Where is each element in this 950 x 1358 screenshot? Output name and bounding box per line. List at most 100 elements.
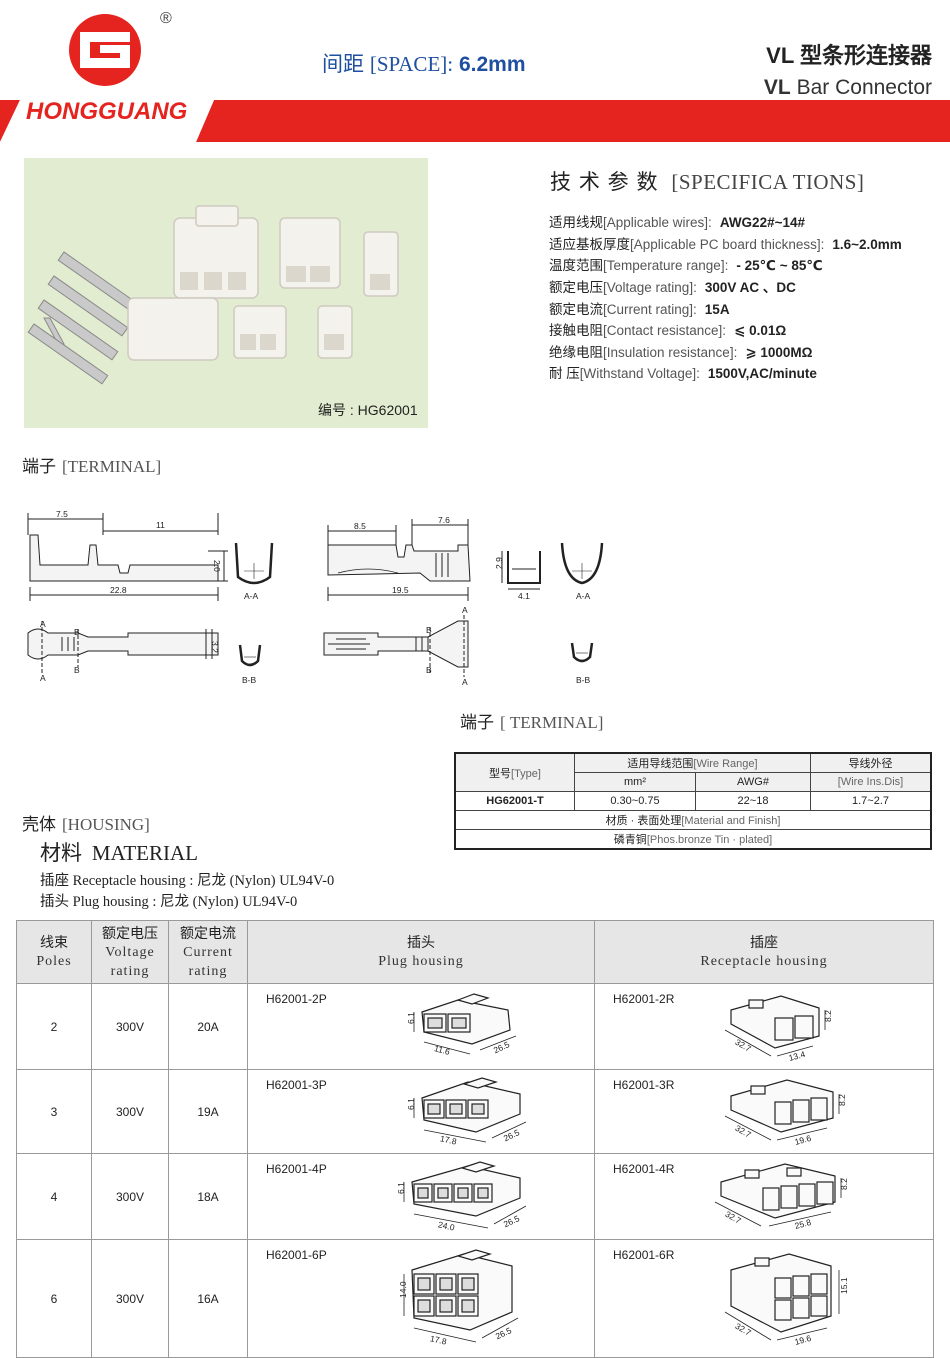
spec-value: ⩾ 1000MΩ [745, 345, 813, 360]
dim-label: 3.2 [210, 641, 220, 653]
plug-part-number: H62001-6P [266, 1248, 327, 1262]
spacing-spec: 间距 [SPACE]: 6.2mm [322, 48, 526, 78]
dim-label: 26.5 [502, 1213, 521, 1229]
section-label: A [40, 673, 46, 683]
cell-text: [Type] [511, 767, 541, 780]
dim-label: 19.5 [392, 585, 409, 595]
header-en: Voltage rating [105, 944, 155, 979]
awg-header: AWG# [695, 772, 811, 792]
cell-text: [Phos.bronze Tin · plated] [646, 834, 773, 846]
spec-value: 300V AC 、DC [704, 280, 796, 295]
housing-heading-en: [HOUSING] [62, 815, 150, 834]
spec-title-en: [SPECIFICA TIONS] [671, 170, 865, 194]
current-cell: 18A [168, 1153, 248, 1240]
product-photo [24, 158, 428, 428]
table-row: 6 300V 16A H62001-6P 14.0 17.8 [16, 1239, 934, 1358]
spec-value: - 25℃ ~ 85℃ [736, 258, 823, 273]
wire-model: HG62001-T [454, 791, 575, 811]
dim-label: 22.8 [110, 585, 127, 595]
dim-label: 6.1 [406, 1012, 416, 1024]
dim-label: 11 [156, 520, 165, 530]
voltage-cell: 300V [91, 983, 169, 1070]
section-label: B [426, 665, 432, 675]
poles-cell: 3 [16, 1069, 92, 1154]
poles-cell: 6 [16, 1239, 92, 1358]
title-prefix: VL [766, 43, 794, 68]
header-en: Poles [36, 954, 72, 969]
receptacle-part-number: H62001-2R [613, 992, 675, 1006]
spec-label-en: [Insulation resistance]: [603, 345, 738, 360]
wire-range-mm2: 0.30~0.75 [574, 791, 696, 811]
receptacle-part-number: H62001-6R [613, 1248, 675, 1262]
hongguang-logo-icon [69, 14, 141, 86]
dim-label: 26.5 [502, 1127, 521, 1143]
spec-row-current: 额定电流[Current rating]:15A [549, 298, 730, 318]
terminal-heading2-en: [ TERMINAL] [500, 713, 604, 732]
spec-value: 1.6~2.0mm [832, 237, 902, 252]
material-title-cn: 材料 [40, 842, 82, 865]
dim-label: 19.6 [794, 1133, 813, 1147]
housing-heading-cn: 壳体 [22, 815, 56, 834]
dim-label: 7.5 [56, 509, 68, 519]
dim-label: 8.5 [354, 521, 366, 531]
spec-row-voltage: 额定电压[Voltage rating]:300V AC 、DC [549, 276, 796, 296]
header-en: Current rating [183, 944, 233, 979]
section-label: B [74, 665, 80, 675]
voltage-cell: 300V [91, 1239, 169, 1358]
dim-label: 4.1 [518, 591, 530, 601]
terminal-heading: 端子[TERMINAL] [22, 452, 161, 477]
wire-od-header: 导线外径 [810, 752, 932, 773]
section-label: A [462, 605, 468, 615]
dim-label: 11.6 [433, 1043, 451, 1057]
spec-label-en: [Current rating]: [603, 302, 697, 317]
spec-label-cn: 温度范围 [549, 258, 603, 273]
dim-label: 13.4 [788, 1049, 807, 1063]
plug-cell: H62001-2P 6.1 11.6 26.5 [247, 983, 595, 1070]
material-title-en: MATERIAL [91, 841, 199, 865]
dim-label: 32.7 [734, 1037, 754, 1054]
current-cell: 16A [168, 1239, 248, 1358]
material-title: 材料 MATERIAL [40, 837, 198, 867]
spec-label-cn: 适用线规 [549, 215, 603, 230]
poles-cell: 2 [16, 983, 92, 1070]
plug-cell: H62001-4P 6.1 24.0 26.5 [247, 1153, 595, 1240]
spec-title-cn: 技 术 参 数 [550, 171, 659, 194]
dim-label: 6.1 [396, 1182, 406, 1194]
wire-range-header: 适用导线范围[Wire Range] [574, 752, 811, 773]
terminal-drawings: 7.5 11 22.8 2.0 A-A 8.5 7.6 19.5 2.9 4.1… [27, 509, 604, 687]
receptacle-cell: H62001-2R 32.7 13.4 8.2 [594, 983, 934, 1070]
dim-label: 25.8 [794, 1217, 813, 1231]
dim-label: 8.2 [839, 1178, 849, 1190]
plug-2p-drawing: 6.1 11.6 26.5 [406, 993, 517, 1057]
wire-od-en: [Wire Ins.Dis] [810, 772, 932, 792]
voltage-cell: 300V [91, 1153, 169, 1240]
cell-text: [Material and Finish] [681, 815, 781, 827]
terminal-heading-2: 端子[ TERMINAL] [460, 708, 603, 733]
dim-label: 7.6 [438, 515, 450, 525]
section-label: B [74, 627, 80, 637]
spec-label-cn: 额定电压 [549, 280, 603, 295]
plug-3p-drawing: 6.1 17.8 26.5 [406, 1077, 527, 1147]
dim-label: 8.2 [823, 1010, 833, 1022]
brand-logo [20, 12, 200, 132]
table-row: 4 300V 18A H62001-4P 6.1 24.0 26.5 [16, 1153, 934, 1240]
section-label: A [462, 677, 468, 687]
dim-label: 17.8 [439, 1133, 458, 1146]
receptacle-4r-drawing: 32.7 25.8 8.2 [714, 1163, 849, 1231]
spec-row-contact-resistance: 接触电阻[Contact resistance]:⩽ 0.01Ω [549, 319, 786, 339]
plug-6p-drawing: 14.0 17.8 26.5 [398, 1249, 519, 1347]
spacing-value: 6.2mm [458, 53, 526, 76]
spec-value: 1500V,AC/minute [707, 366, 817, 381]
mm2-header: mm² [574, 772, 696, 792]
receptacle-part-number: H62001-3R [613, 1078, 675, 1092]
section-label: B-B [576, 675, 591, 685]
cell-text: 型号 [489, 767, 512, 780]
dim-label: 32.7 [734, 1123, 754, 1140]
material-plug: 插头 Plug housing : 尼龙 (Nylon) UL94V-0 [40, 894, 298, 910]
spec-label-cn: 接触电阻 [549, 323, 603, 338]
spec-label-cn: 耐 压 [549, 366, 580, 381]
